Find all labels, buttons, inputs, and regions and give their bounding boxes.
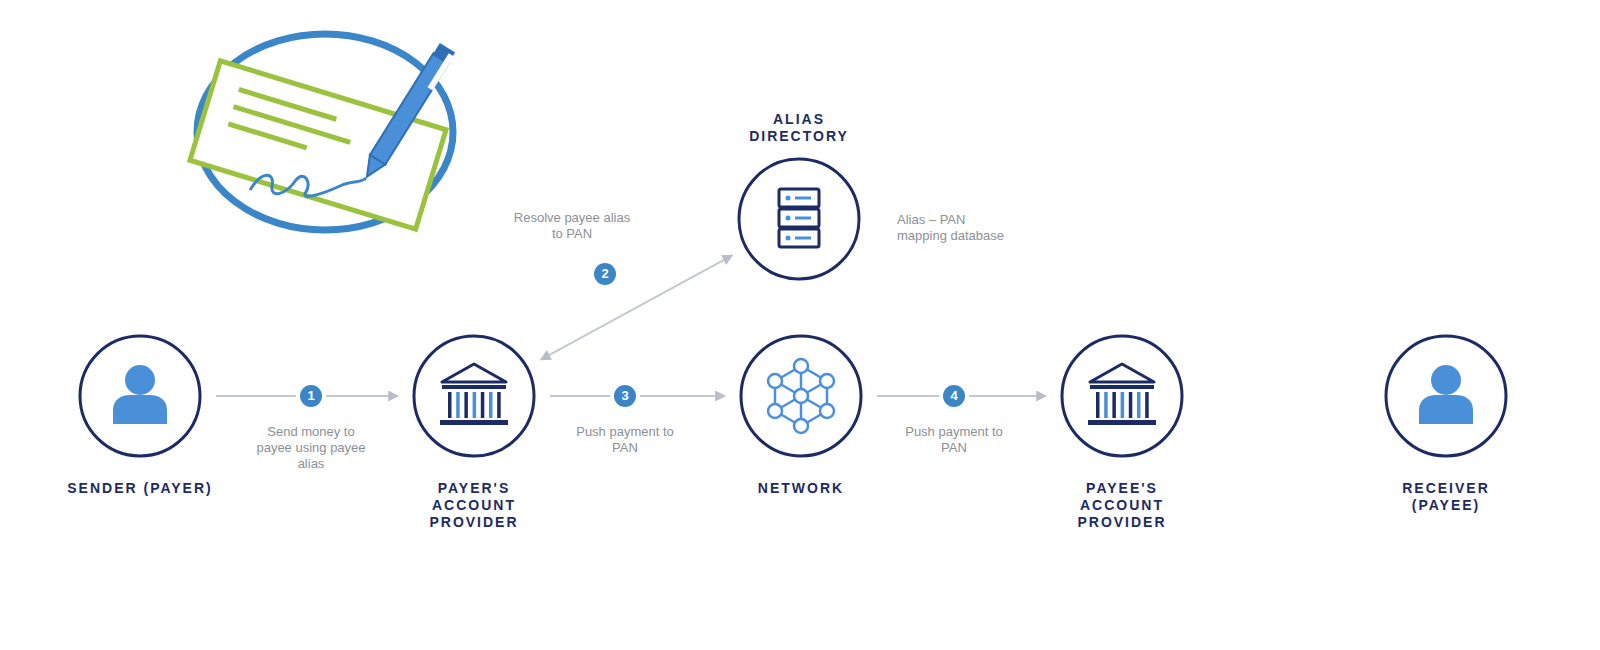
node-label: PAYEE'S ACCOUNT PROVIDER: [1047, 480, 1197, 531]
edge-label: Send money to payee using payee alias: [251, 424, 371, 472]
node-note: Alias – PAN mapping database: [897, 212, 1015, 244]
callout-number: 3: [614, 385, 636, 407]
node-label: SENDER (PAYER): [65, 480, 215, 497]
callout-number: 4: [943, 385, 965, 407]
callout-number: 2: [594, 263, 616, 285]
icon-circle-node: RECEIVER (PAYEE): [1384, 334, 1508, 458]
node-outline: [412, 334, 536, 458]
bank-icon: [1088, 364, 1156, 425]
edge-label: Push payment to PAN: [894, 424, 1014, 456]
callout-number: 1: [300, 385, 322, 407]
icon-circle-node: SENDER (PAYER): [78, 334, 202, 458]
edge-label: Push payment to PAN: [565, 424, 685, 456]
icon-circle-node: PAYER'S ACCOUNT PROVIDER: [412, 334, 536, 458]
server-icon: [779, 189, 819, 247]
net-icon: [768, 359, 834, 433]
edge-label: Resolve payee alias to PAN: [512, 210, 632, 242]
flow-arrow: [541, 255, 733, 359]
node-outline: [1384, 334, 1508, 458]
icon-circle-node: ALIAS DIRECTORYAlias – PAN mapping datab…: [737, 157, 861, 281]
node-outline: [78, 334, 202, 458]
icon-circle-node: NETWORK: [739, 334, 863, 458]
person-icon: [113, 365, 167, 424]
node-label: PAYER'S ACCOUNT PROVIDER: [399, 480, 549, 531]
flow-arrow: [550, 395, 725, 397]
node-label: RECEIVER (PAYEE): [1371, 480, 1521, 514]
icon-circle-node: PAYEE'S ACCOUNT PROVIDER: [1060, 334, 1184, 458]
node-outline: [737, 157, 861, 281]
node-label: NETWORK: [726, 480, 876, 497]
person-icon: [1419, 365, 1473, 424]
node-outline: [739, 334, 863, 458]
bank-icon: [440, 364, 508, 425]
node-outline: [1060, 334, 1184, 458]
node-label: ALIAS DIRECTORY: [724, 111, 874, 145]
